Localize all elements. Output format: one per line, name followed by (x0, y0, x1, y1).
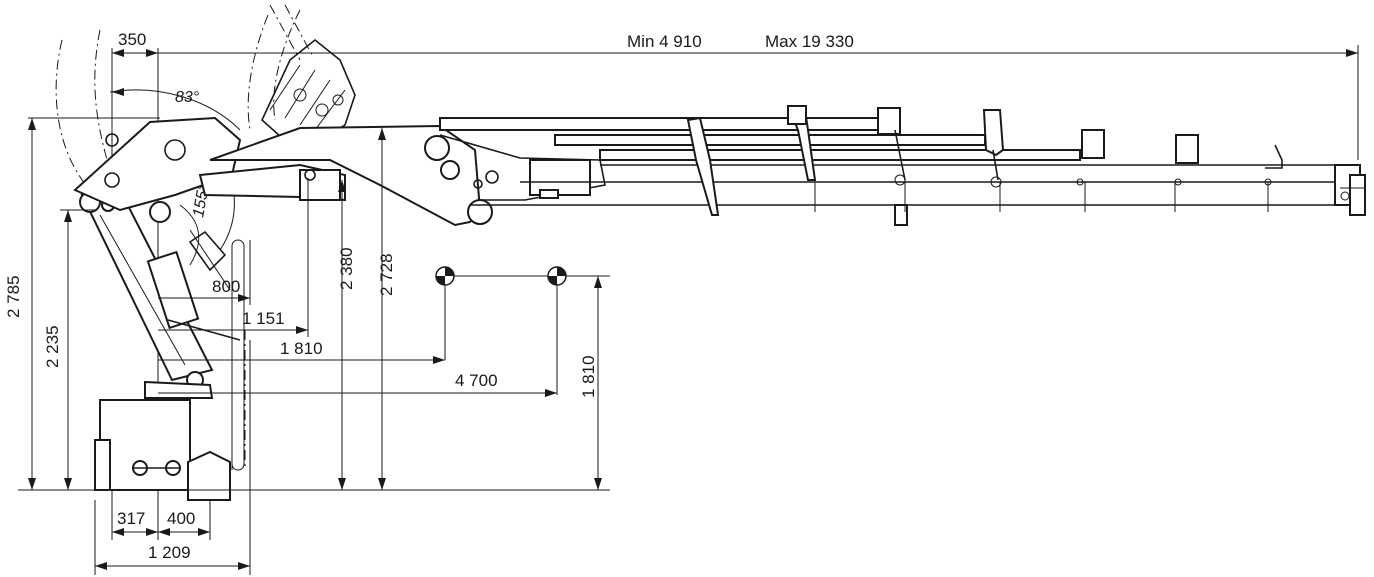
dim-2380: 2 380 (337, 247, 356, 290)
load-points (435, 266, 610, 395)
dim-317: 317 (117, 509, 145, 528)
extension-clamps (686, 105, 1283, 226)
dim-2785: 2 785 (4, 275, 23, 318)
height-dimensions: 2 785 2 235 2 380 2 728 1 810 (4, 117, 610, 491)
base-dimensions: 317 400 1 209 (94, 340, 251, 575)
dim-2235: 2 235 (43, 325, 62, 368)
reach-dimensions: 800 1 151 1 810 4 700 (158, 178, 557, 397)
dim-800: 800 (212, 277, 240, 296)
dim-1151: 1 151 (242, 309, 285, 328)
dim-2728: 2 728 (377, 253, 396, 296)
folded-jib-outline (261, 4, 356, 146)
dim-350: 350 (118, 30, 146, 49)
dim-400: 400 (167, 509, 195, 528)
dim-1810-reach: 1 810 (280, 339, 323, 358)
dim-1810-height: 1 810 (579, 355, 598, 398)
telescopic-extensions (439, 117, 1366, 216)
angle-83: 83° (175, 89, 200, 106)
dim-4700: 4 700 (455, 371, 498, 390)
dim-1209: 1 209 (148, 543, 191, 562)
dim-max-length: Max 19 330 (765, 32, 854, 51)
crane-base (94, 229, 246, 501)
inner-boom (73, 116, 346, 212)
dim-min-length: Min 4 910 (627, 32, 702, 51)
overall-length-dimension: 350 Min 4 910 Max 19 330 (111, 30, 1359, 515)
outer-boom-knuckle (209, 124, 606, 227)
